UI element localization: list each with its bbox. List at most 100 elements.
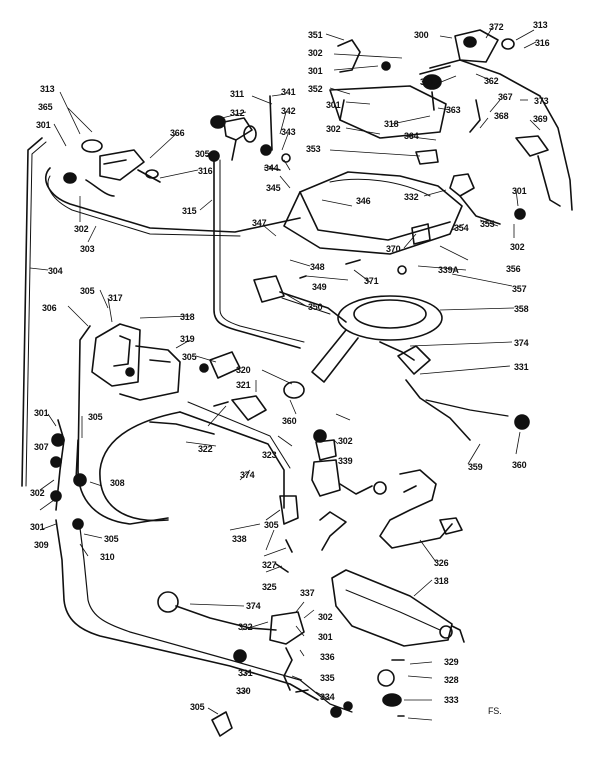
callout-342: 342	[281, 106, 296, 116]
callout-361: 361	[420, 77, 435, 87]
callout-305: 305	[80, 286, 95, 296]
callout-366: 366	[170, 128, 185, 138]
callout-301: 301	[36, 120, 51, 130]
tube-309	[55, 519, 319, 701]
callout-331: 331	[514, 362, 529, 372]
callout-318: 318	[180, 312, 195, 322]
burner-box-346	[283, 171, 463, 255]
callout-332: 332	[404, 192, 419, 202]
callout-358: 358	[514, 304, 529, 314]
callout-320: 320	[236, 365, 251, 375]
callout-353: 353	[306, 144, 321, 154]
callout-350: 350	[308, 302, 323, 312]
callout-370: 370	[386, 244, 401, 254]
callout-302: 302	[338, 436, 353, 446]
callout-334: 333	[444, 695, 459, 705]
callout-351: 351	[308, 30, 323, 40]
callout-304: 304	[48, 266, 63, 276]
callout-373: 373	[534, 96, 549, 106]
callout-302: 332	[238, 622, 253, 632]
callout-302: 302	[510, 242, 525, 252]
callout-325: 327	[262, 560, 277, 570]
callout-360: 360	[282, 416, 297, 426]
callout-347: 347	[252, 218, 267, 228]
callout-318: 318	[384, 119, 399, 129]
artist-signature: FS.	[488, 706, 502, 716]
regulator-350	[253, 275, 285, 303]
callout-313: 313	[40, 84, 55, 94]
callout-339: 339	[338, 456, 353, 466]
tube-303	[45, 167, 301, 233]
callout-356: 356	[506, 264, 521, 274]
tube-322	[77, 325, 169, 525]
callout-301: 301	[308, 66, 323, 76]
callout-328: 305	[190, 702, 205, 712]
callout-309: 309	[34, 540, 49, 550]
callout-322: 322	[198, 444, 213, 454]
callout-365: 365	[38, 102, 53, 112]
tube-315	[213, 159, 301, 349]
callout-364: 364	[404, 131, 419, 141]
callout-301: 301	[512, 186, 527, 196]
callout-359: 359	[468, 462, 483, 472]
callout-312: 312	[230, 108, 245, 118]
callout-326: 325	[262, 582, 277, 592]
callout-369: 369	[533, 114, 548, 124]
callout-354: 354	[454, 223, 469, 233]
callout-372: 372	[489, 22, 504, 32]
callout-301: 301	[326, 100, 341, 110]
pilot-bracket-337	[331, 569, 453, 647]
callout-363: 363	[446, 105, 461, 115]
callout-315: 315	[182, 206, 197, 216]
callout-311: 311	[230, 89, 244, 99]
callout-337: 318	[434, 576, 449, 586]
callout-336: 329	[444, 657, 459, 667]
callout-323: 323	[262, 450, 277, 460]
callout-346: 346	[356, 196, 371, 206]
callout-332: 301	[318, 632, 333, 642]
callout-339A: 339A	[438, 265, 459, 275]
callout-301: 301	[30, 522, 45, 532]
callout-348: 348	[310, 262, 325, 272]
callout-305: 338	[232, 534, 247, 544]
callout-341: 341	[281, 87, 296, 97]
callout-374: 374	[514, 338, 529, 348]
callout-305: 305	[182, 352, 197, 362]
callout-303: 303	[80, 244, 95, 254]
callout-307: 307	[34, 442, 49, 452]
callout-316: 316	[535, 38, 550, 48]
tube-310	[79, 527, 353, 713]
callout-345: 345	[266, 183, 281, 193]
bracket-317	[91, 323, 141, 387]
callout-343: 343	[281, 127, 296, 137]
callout-302: 302	[308, 48, 323, 58]
callout-367: 367	[498, 92, 513, 102]
callout-357: 357	[512, 284, 527, 294]
callout-313: 313	[533, 20, 548, 30]
callout-302: 302	[326, 124, 341, 134]
callout-368: 368	[494, 111, 509, 121]
callout-329: 330	[236, 686, 251, 696]
callout-327: 374	[246, 601, 261, 611]
callout-305: 305	[104, 534, 119, 544]
callout-344: 344	[264, 163, 279, 173]
tube-304	[21, 137, 43, 487]
callout-301: 331	[238, 668, 253, 678]
callout-355: 355	[480, 219, 495, 229]
callout-349: 349	[312, 282, 327, 292]
callout-321: 321	[236, 380, 251, 390]
callout-338: 326	[434, 558, 449, 568]
callout-310: 310	[100, 552, 115, 562]
callout-374: 374	[240, 470, 255, 480]
callout-331: 336	[320, 652, 335, 662]
callout-352: 352	[308, 84, 323, 94]
callout-316: 316	[198, 166, 213, 176]
callout-318: 302	[318, 612, 333, 622]
callout-317: 317	[108, 293, 123, 303]
callout-371: 371	[364, 276, 379, 286]
callout-305: 305	[264, 520, 279, 530]
callout-319: 319	[180, 334, 195, 344]
callout-302: 302	[74, 224, 89, 234]
